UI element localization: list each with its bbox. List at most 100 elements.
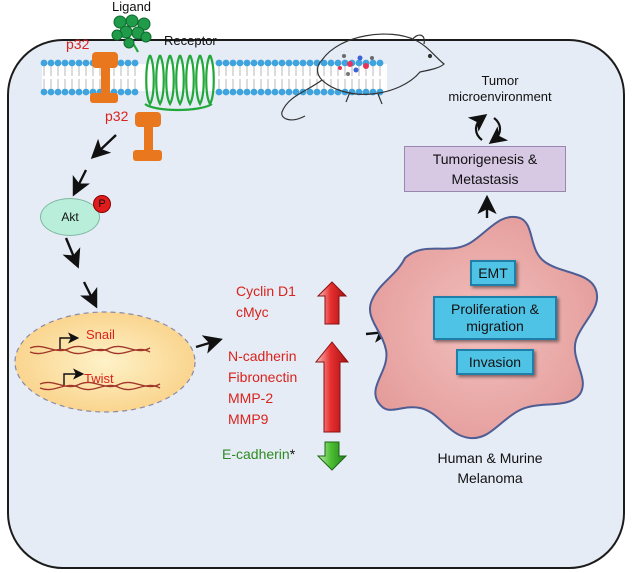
e-cadherin-label: E-cadherin [222, 446, 290, 462]
mouse-illustration [281, 33, 445, 121]
melanoma-label-line1: Human & Murine [437, 450, 543, 466]
lipid-head [250, 88, 258, 96]
lipid-head [327, 59, 335, 67]
lipid-head [264, 59, 272, 67]
lipid-head [278, 59, 286, 67]
lipid-head [75, 59, 83, 67]
mmp9-label: MMP9 [228, 411, 269, 427]
lipid-head [299, 59, 307, 67]
lipid-head [54, 88, 62, 96]
downregulation-arrow [316, 441, 348, 471]
ligand-label: Ligand [112, 0, 152, 14]
akt-node: Akt [40, 198, 100, 236]
emt-label: EMT [478, 265, 508, 281]
lipid-head [229, 88, 237, 96]
invasion-label: Invasion [468, 354, 522, 370]
lipid-head [327, 88, 335, 96]
lipid-head [292, 88, 300, 96]
phospho-marker: P [93, 195, 111, 213]
lipid-head [306, 88, 314, 96]
lipid-head [236, 88, 244, 96]
emt-box: EMT [470, 260, 516, 286]
melanoma-label-line2: Melanoma [457, 470, 523, 486]
lipid-head [285, 59, 293, 67]
e-cadherin-row: E-cadherin* [222, 446, 295, 462]
phospho-label: P [98, 198, 106, 210]
mouse-tumor-spots [338, 54, 374, 76]
lipid-head [229, 59, 237, 67]
lipid-head [376, 59, 384, 67]
lipid-head [40, 59, 48, 67]
lipid-head [82, 88, 90, 96]
lipid-head [117, 88, 125, 96]
p32-cytoplasm-label: p32 [105, 108, 129, 124]
proliferation-migration-box: Proliferation & migration [433, 296, 557, 340]
lipid-head [257, 59, 265, 67]
reversible-arrows [467, 114, 509, 144]
tumorigenesis-metastasis-box: Tumorigenesis & Metastasis [404, 146, 566, 192]
lipid-head [54, 59, 62, 67]
lipid-head [369, 59, 377, 67]
migration-label: migration [466, 318, 524, 334]
akt-label: Akt [61, 210, 79, 224]
upregulation-arrow-small [316, 281, 348, 325]
lipid-head [306, 59, 314, 67]
lipid-head [68, 88, 76, 96]
lipid-head [271, 59, 279, 67]
lipid-head [236, 59, 244, 67]
tumor-microenvironment-label-line1: Tumor [481, 73, 519, 88]
lipid-head [320, 88, 328, 96]
lipid-head [362, 88, 370, 96]
lipid-head [222, 88, 230, 96]
lipid-head [271, 88, 279, 96]
tumorigenesis-label: Tumorigenesis & [432, 150, 538, 167]
p32-membrane-protein [90, 52, 118, 103]
lipid-head [278, 88, 286, 96]
lipid-head [75, 88, 83, 96]
lipid-head [68, 59, 76, 67]
lipid-head [61, 88, 69, 96]
p32-membrane-label: p32 [66, 36, 90, 52]
lipid-head [292, 59, 300, 67]
p32-cytoplasm-protein [133, 112, 162, 161]
lipid-head [82, 59, 90, 67]
snail-label: Snail [86, 327, 115, 342]
lipid-head [215, 88, 223, 96]
lipid-head [61, 59, 69, 67]
lipid-head [320, 59, 328, 67]
lipid-head [257, 88, 265, 96]
lipid-head [47, 88, 55, 96]
lipid-head [285, 88, 293, 96]
lipid-head [47, 59, 55, 67]
tumor-microenvironment-label-line2: microenvironment [448, 89, 552, 104]
mmp2-label: MMP-2 [228, 390, 274, 406]
cmyc-label: cMyc [236, 304, 269, 320]
lipid-head [124, 59, 132, 67]
receptor-label: Receptor [164, 33, 217, 48]
lipid-head [131, 88, 139, 96]
invasion-box: Invasion [456, 349, 534, 375]
fibronectin-label: Fibronectin [228, 369, 298, 385]
metastasis-label: Metastasis [451, 171, 519, 187]
lipid-head [355, 59, 363, 67]
cyclin-d1-label: Cyclin D1 [236, 283, 296, 299]
lipid-head [215, 59, 223, 67]
lipid-head [341, 59, 349, 67]
proliferation-label: Proliferation & [451, 300, 539, 317]
twist-label: Twist [84, 371, 114, 386]
n-cadherin-label: N-cadherin [228, 348, 297, 364]
lipid-head [131, 59, 139, 67]
lipid-head [313, 88, 321, 96]
lipid-head [117, 59, 125, 67]
pathway-arrows [62, 134, 497, 354]
lipid-head [334, 59, 342, 67]
ligand [111, 14, 152, 49]
lipid-head [40, 88, 48, 96]
lipid-head [250, 59, 258, 67]
lipid-head [264, 88, 272, 96]
e-cadherin-asterisk: * [289, 446, 296, 462]
lipid-head [243, 59, 251, 67]
transcription-arrows [59, 332, 85, 385]
upregulation-arrow-large [314, 341, 350, 433]
